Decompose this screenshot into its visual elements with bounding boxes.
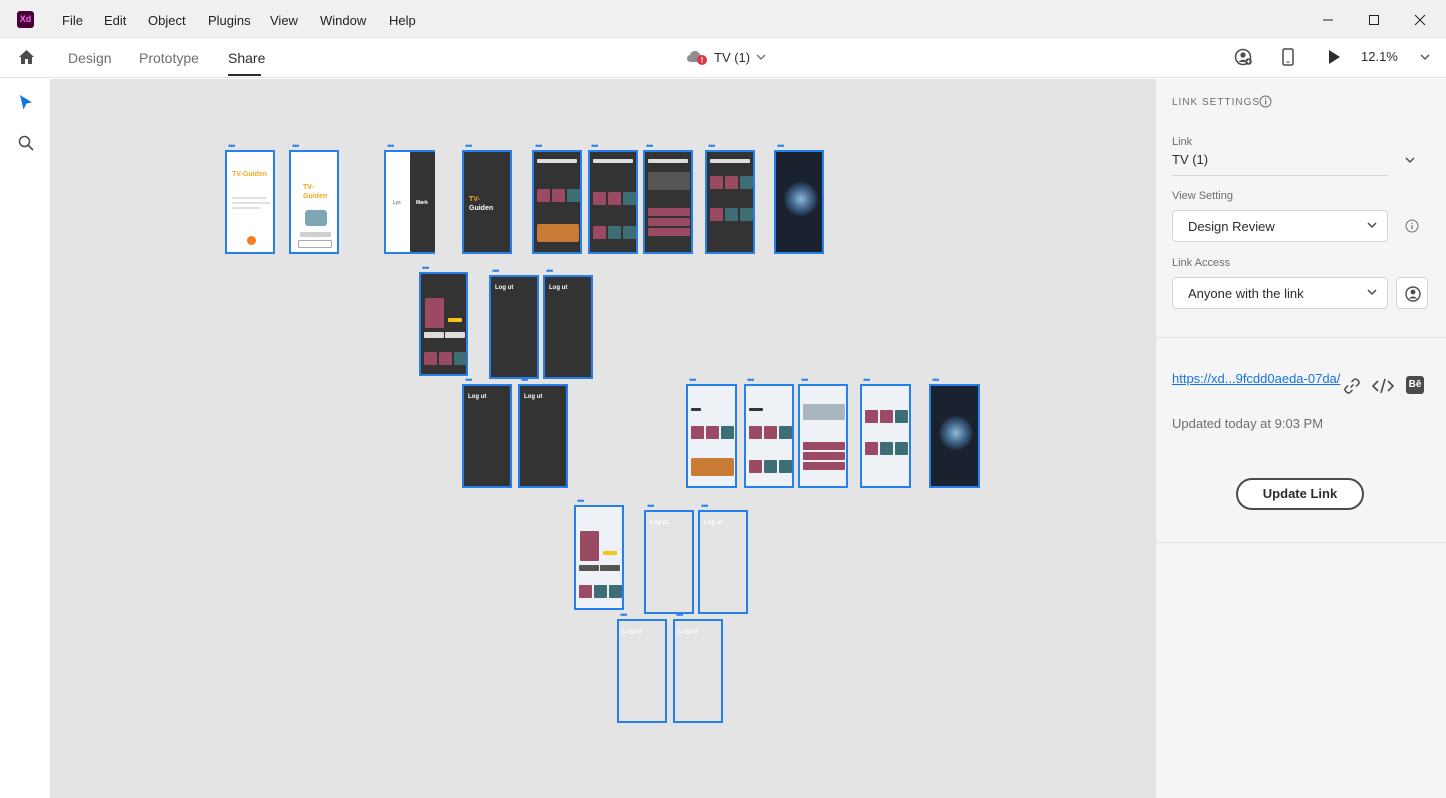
menu-view[interactable]: View — [270, 13, 298, 28]
artboard-theme[interactable]: ••• Lys Mørk — [384, 142, 435, 254]
artboard-light-logout-4[interactable]: ••• Log ut — [673, 611, 723, 723]
artboard-logout-4[interactable]: ••• Log ut — [518, 376, 568, 488]
info-icon[interactable] — [1259, 95, 1272, 108]
tab-design[interactable]: Design — [68, 50, 112, 66]
artboard-light-logout-3[interactable]: ••• Log ut — [617, 611, 667, 723]
minimize-button[interactable] — [1305, 6, 1351, 34]
link-value[interactable]: TV (1) — [1172, 152, 1209, 167]
close-button[interactable] — [1397, 6, 1443, 34]
artboard-channel-detail[interactable]: ••• — [419, 264, 468, 376]
artboard-logout-3[interactable]: ••• Log ut — [462, 376, 512, 488]
tv-logo: TV-Guiden — [232, 171, 268, 178]
minimize-icon — [1323, 19, 1333, 21]
artboard-light-home-4[interactable]: ••• — [860, 376, 911, 488]
embed-code-icon[interactable] — [1372, 378, 1394, 394]
view-setting-label: View Setting — [1172, 190, 1233, 202]
play-preview-icon[interactable] — [1327, 49, 1341, 65]
maximize-icon — [1369, 15, 1379, 25]
share-link-url[interactable]: https://xd...9fcdd0aeda-07da/ — [1172, 371, 1341, 386]
home-icon[interactable] — [18, 49, 35, 65]
panel-divider — [1156, 337, 1446, 338]
artboard-splash-1[interactable]: ••• TV-Guiden — [225, 142, 275, 254]
behance-icon[interactable]: Bē — [1406, 376, 1424, 394]
search-icon[interactable] — [18, 135, 34, 151]
menu-file[interactable]: File — [62, 13, 83, 28]
chevron-down-icon — [756, 54, 766, 60]
chevron-down-icon — [1367, 289, 1377, 296]
tab-share[interactable]: Share — [228, 50, 266, 66]
invite-button[interactable] — [1396, 277, 1428, 309]
copy-link-icon[interactable] — [1343, 377, 1361, 395]
artboard-light-logout-2[interactable]: ••• Log ut — [698, 502, 748, 614]
link-underline — [1172, 175, 1388, 176]
artboard-logout-2[interactable]: ••• Log ut — [543, 267, 593, 379]
zoom-chevron-icon[interactable] — [1420, 53, 1430, 61]
link-access-label: Link Access — [1172, 257, 1231, 269]
cloud-error-icon — [687, 51, 707, 65]
updated-timestamp: Updated today at 9:03 PM — [1172, 416, 1324, 431]
menu-edit[interactable]: Edit — [104, 13, 127, 28]
view-setting-select[interactable]: Design Review — [1172, 210, 1388, 242]
left-toolbar — [0, 79, 51, 798]
info-icon[interactable] — [1405, 219, 1419, 233]
maximize-button[interactable] — [1351, 6, 1397, 34]
artboard-light-home-2[interactable]: ••• — [744, 376, 794, 488]
artboard-player-2[interactable]: ••• — [929, 376, 980, 488]
menu-plugins[interactable]: Plugins — [208, 13, 251, 28]
artboard-light-home-3[interactable]: ••• — [798, 376, 848, 488]
artboard-home-3[interactable]: ••• — [643, 142, 693, 254]
document-title: TV (1) — [714, 49, 751, 65]
artboard-dark-splash[interactable]: ••• TV-Guiden — [462, 142, 512, 254]
chevron-down-icon[interactable] — [1405, 156, 1415, 164]
artboard-home-4[interactable]: ••• — [705, 142, 755, 254]
chevron-down-icon — [1367, 222, 1377, 229]
artboard-light-channel-detail[interactable]: ••• — [574, 497, 624, 610]
artboard-home-2[interactable]: ••• — [588, 142, 638, 254]
tv-logo: TV-Guiden — [303, 184, 328, 200]
select-tool-icon[interactable] — [19, 94, 33, 111]
artboard-home-1[interactable]: ••• — [532, 142, 582, 254]
update-link-button[interactable]: Update Link — [1236, 478, 1364, 510]
artboard-light-logout-1[interactable]: ••• Log ut — [644, 502, 694, 614]
design-canvas[interactable]: ••• TV-Guiden ••• TV-Guiden ••• Lys Mørk… — [51, 79, 1155, 798]
link-label: Link — [1172, 136, 1193, 148]
document-title-dropdown[interactable]: TV (1) — [686, 49, 766, 65]
mode-bar: Design Prototype Share TV (1) 12.1% — [0, 38, 1446, 78]
device-preview-icon[interactable] — [1282, 48, 1294, 66]
zoom-level[interactable]: 12.1% — [1361, 49, 1398, 64]
artboard-light-home-1[interactable]: ••• — [686, 376, 737, 488]
menu-window[interactable]: Window — [320, 13, 367, 28]
panel-divider — [1156, 542, 1446, 543]
artboard-player-1[interactable]: ••• — [774, 142, 824, 254]
active-tab-indicator — [228, 74, 261, 76]
artboard-logout-1[interactable]: ••• Log ut — [489, 267, 539, 379]
artboard-splash-2[interactable]: ••• TV-Guiden — [289, 142, 339, 254]
xd-logo: Xd — [17, 11, 34, 28]
panel-heading: LINK SETTINGS — [1172, 97, 1261, 108]
menu-object[interactable]: Object — [148, 13, 186, 28]
menu-bar: Xd File Edit Object Plugins View Window … — [0, 0, 1446, 38]
link-access-select[interactable]: Anyone with the link — [1172, 277, 1388, 309]
tab-prototype[interactable]: Prototype — [139, 50, 199, 66]
close-icon — [1414, 14, 1426, 26]
menu-help[interactable]: Help — [389, 13, 416, 28]
invite-user-icon[interactable] — [1234, 48, 1252, 66]
invite-user-icon — [1405, 286, 1421, 302]
share-panel: LINK SETTINGS Link TV (1) View Setting D… — [1155, 79, 1446, 798]
